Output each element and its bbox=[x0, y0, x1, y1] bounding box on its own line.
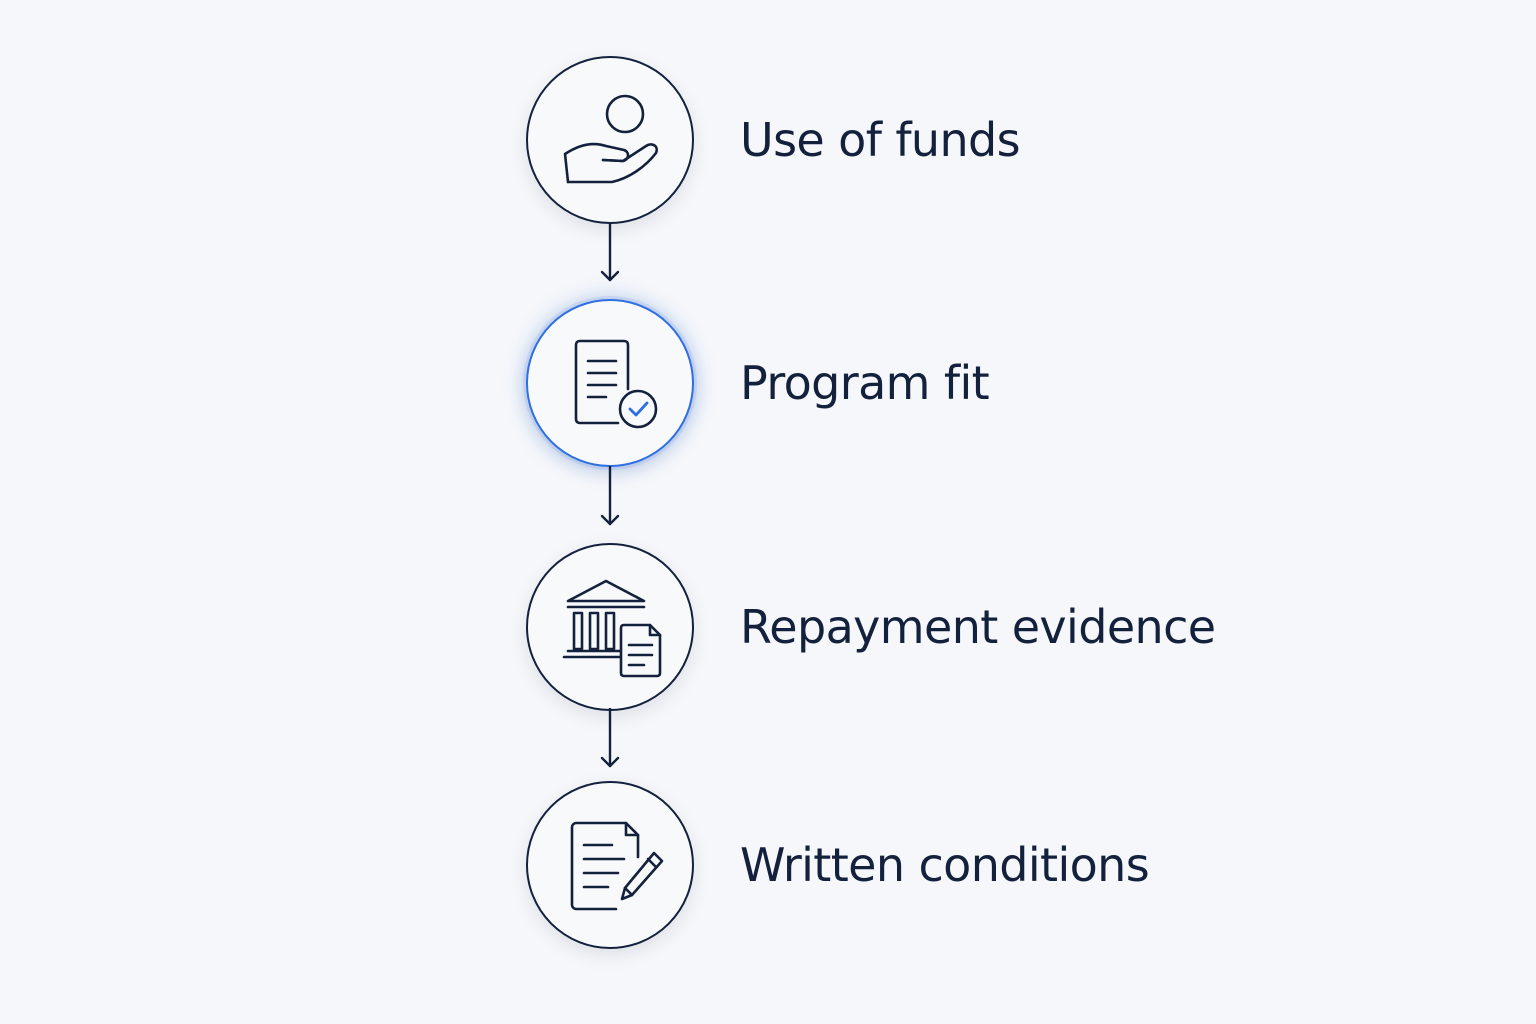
step-icon-circle bbox=[526, 299, 694, 467]
arrow-down-icon bbox=[600, 464, 620, 526]
document-check-icon bbox=[574, 339, 658, 429]
step-icon-circle bbox=[526, 781, 694, 949]
step-repayment-evidence: Repayment evidence bbox=[526, 543, 1326, 711]
connector-arrow bbox=[600, 706, 620, 768]
bank-document-icon bbox=[562, 579, 662, 678]
step-label: Written conditions bbox=[740, 838, 1150, 892]
arrow-down-icon bbox=[600, 706, 620, 768]
step-program-fit: Program fit bbox=[526, 299, 1326, 467]
step-icon-circle bbox=[526, 543, 694, 711]
arrow-down-icon bbox=[600, 220, 620, 282]
document-pen-icon bbox=[570, 821, 664, 911]
step-label: Program fit bbox=[740, 356, 990, 410]
step-written-conditions: Written conditions bbox=[526, 781, 1326, 949]
step-label: Repayment evidence bbox=[740, 600, 1216, 654]
step-use-of-funds: Use of funds bbox=[526, 56, 1326, 224]
connector-arrow bbox=[600, 220, 620, 282]
connector-arrow bbox=[600, 464, 620, 526]
step-icon-circle bbox=[526, 56, 694, 224]
step-label: Use of funds bbox=[740, 113, 1021, 167]
hand-holding-coin-icon bbox=[563, 94, 658, 184]
